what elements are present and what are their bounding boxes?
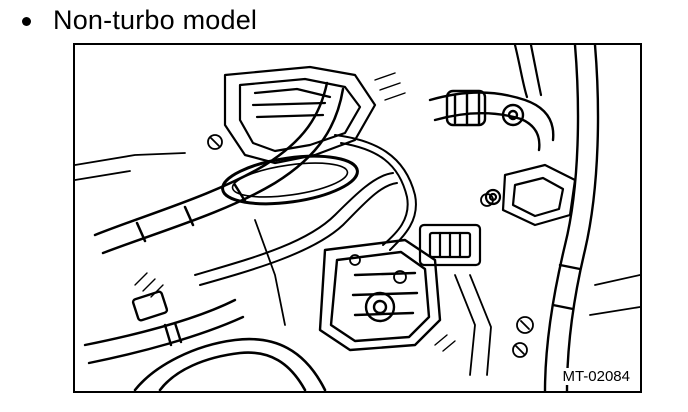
right-bracket [484, 163, 577, 227]
engine-line-drawing [75, 45, 640, 391]
oval-cover [221, 154, 359, 206]
right-intake-pipe [428, 89, 555, 152]
bottom-left-hose [133, 337, 327, 391]
upper-hose [93, 81, 345, 255]
top-right-hose [513, 45, 543, 99]
misc-frame-lines [75, 152, 640, 376]
heading-text: Non-turbo model [53, 4, 258, 35]
lower-left-pipe [83, 290, 245, 365]
wiring-harness [194, 134, 417, 286]
bolts [207, 134, 534, 358]
bullet-item: Non-turbo model [22, 2, 257, 38]
bullet-dot-icon [22, 16, 31, 26]
intake-manifold-outline [223, 65, 377, 165]
figure-id-label: MT-02084 [560, 368, 632, 385]
engine-illustration-frame: MT-02084 [73, 43, 642, 393]
hatching [134, 72, 456, 352]
connector-block [418, 223, 482, 267]
starter-motor [318, 238, 442, 352]
right-down-hose [543, 45, 600, 391]
